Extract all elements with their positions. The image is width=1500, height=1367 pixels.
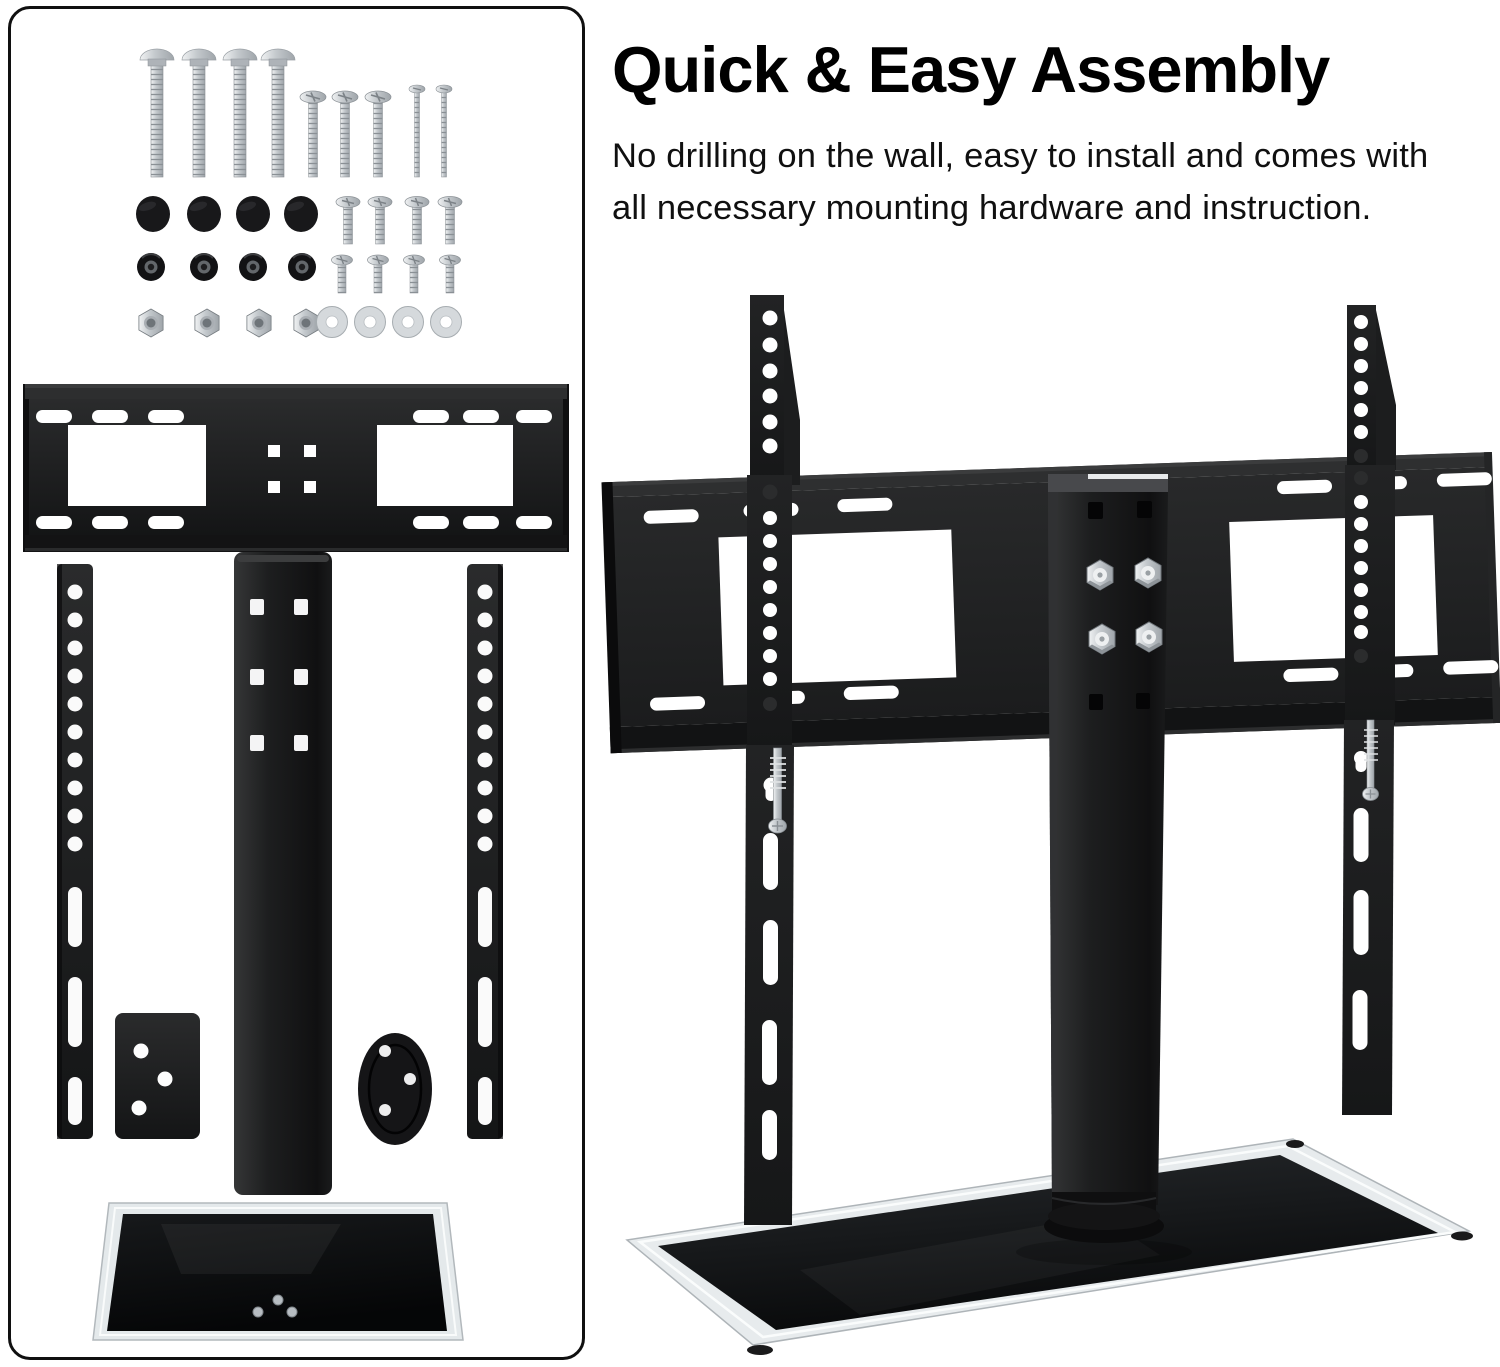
column-holes <box>1088 501 1152 710</box>
base-foot <box>1451 1231 1473 1241</box>
adapter-plate-part <box>115 1013 200 1139</box>
description-line-1: No drilling on the wall, easy to install… <box>612 136 1429 175</box>
headline: Quick & Easy Assembly <box>612 33 1330 106</box>
vesa-rail-left-part <box>57 564 93 1139</box>
spring-screw-right <box>1362 719 1379 801</box>
info-block: Quick & Easy Assembly No drilling on the… <box>612 33 1498 235</box>
oval-base-plate-part <box>358 1033 432 1145</box>
description-line-2: all necessary mounting hardware and inst… <box>612 188 1372 227</box>
hardware-kit <box>136 48 463 338</box>
vesa-rail-right-part <box>467 564 503 1139</box>
glass-base-part <box>92 1202 464 1341</box>
bracket-cutout-right <box>1229 515 1438 662</box>
hex-nuts <box>138 308 319 338</box>
assembled-product-illustration <box>601 295 1500 1355</box>
end-caps <box>136 196 318 232</box>
machine-screws-medium <box>299 90 392 178</box>
rubber-spacers <box>136 252 317 282</box>
center-column <box>1048 474 1168 1205</box>
parts-panel <box>8 6 585 1360</box>
base-foot <box>1286 1140 1304 1148</box>
carriage-bolts <box>139 48 296 178</box>
base-foot <box>747 1345 773 1355</box>
description-text: No drilling on the wall, easy to install… <box>612 131 1498 235</box>
column-collar <box>1016 1192 1192 1265</box>
spring-screw-left <box>768 747 787 834</box>
short-screws <box>330 254 462 294</box>
flat-head-screws <box>335 195 463 245</box>
vesa-rail-left <box>744 295 800 1225</box>
parts-illustration <box>23 48 569 1341</box>
center-column-part <box>234 552 332 1195</box>
machine-screws-thin <box>408 84 453 178</box>
washers <box>316 306 462 338</box>
vesa-rail-right <box>1342 305 1396 1115</box>
tv-mounting-plate-part <box>23 384 569 552</box>
